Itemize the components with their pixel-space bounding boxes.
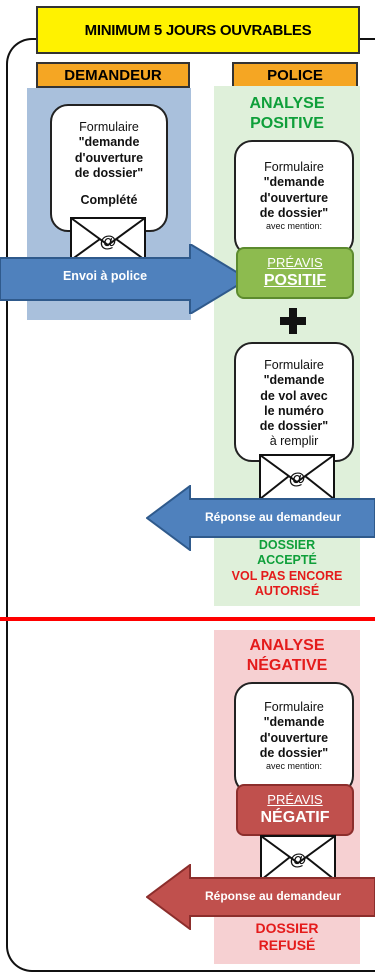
envelope-at-icon: @ [70,217,146,261]
column-header-police: POLICE [232,62,358,88]
svg-text:@: @ [290,850,307,869]
form-line: de vol avec [260,388,328,403]
send-arrow-label: Envoi à police [62,269,148,283]
envelope-at-icon: @ [260,835,336,881]
column-header-requester: DEMANDEUR [36,62,190,88]
negative-reply-label: Réponse au demandeur [204,889,342,903]
form-line: "demande [263,373,325,388]
form-mention: avec mention: [265,221,323,231]
form-mention: avec mention: [265,761,323,771]
form-line: d'ouverture [259,190,329,205]
form-line: de dossier" [259,205,329,220]
form-status: Complété [80,193,138,207]
arrow-left-icon [146,864,375,930]
form-line: "demande [78,135,140,150]
svg-text:@: @ [289,469,306,488]
form-line: "demande [263,715,325,730]
form-line: d'ouverture [259,730,329,745]
form-line: d'ouverture [74,150,144,165]
negative-result: DOSSIER REFUSÉ [255,920,319,954]
svg-text:@: @ [100,232,117,251]
form-line: à remplir [269,434,319,449]
form-line: de dossier" [74,165,144,180]
form-line: Formulaire [264,700,324,714]
positive-warning: VOL PAS ENCORE AUTORISÉ [231,569,343,598]
positive-form-card: Formulaire "demande d'ouverture de dossi… [234,140,354,256]
positive-reply-label: Réponse au demandeur [204,510,342,524]
negative-heading: ANALYSE NÉGATIVE [246,637,328,674]
negative-notice-stamp: PRÉAVIS NÉGATIF [236,784,354,836]
form-line: de dossier" [259,745,329,760]
positive-notice-stamp: PRÉAVIS POSITIF [236,247,354,299]
divider-line [0,617,375,621]
positive-heading: ANALYSE POSITIVE [249,95,325,132]
form-line: Formulaire [79,120,139,134]
form-line: Formulaire [264,160,324,174]
form-line: de dossier" [259,419,329,433]
form-line: Formulaire [264,358,324,372]
positive-result: DOSSIER ACCEPTÉ [257,538,317,567]
form-line: "demande [263,175,325,190]
negative-form-card: Formulaire "demande d'ouverture de dossi… [234,682,354,794]
page-title: MINIMUM 5 JOURS OUVRABLES [36,6,360,54]
form-line: le numéro [264,403,324,418]
flight-request-form-card: Formulaire "demande de vol avec le numér… [234,342,354,462]
requester-form-card: Formulaire "demande d'ouverture de dossi… [50,104,168,232]
plus-icon [278,306,308,341]
arrow-right-icon [0,244,250,314]
arrow-left-icon [146,485,375,551]
